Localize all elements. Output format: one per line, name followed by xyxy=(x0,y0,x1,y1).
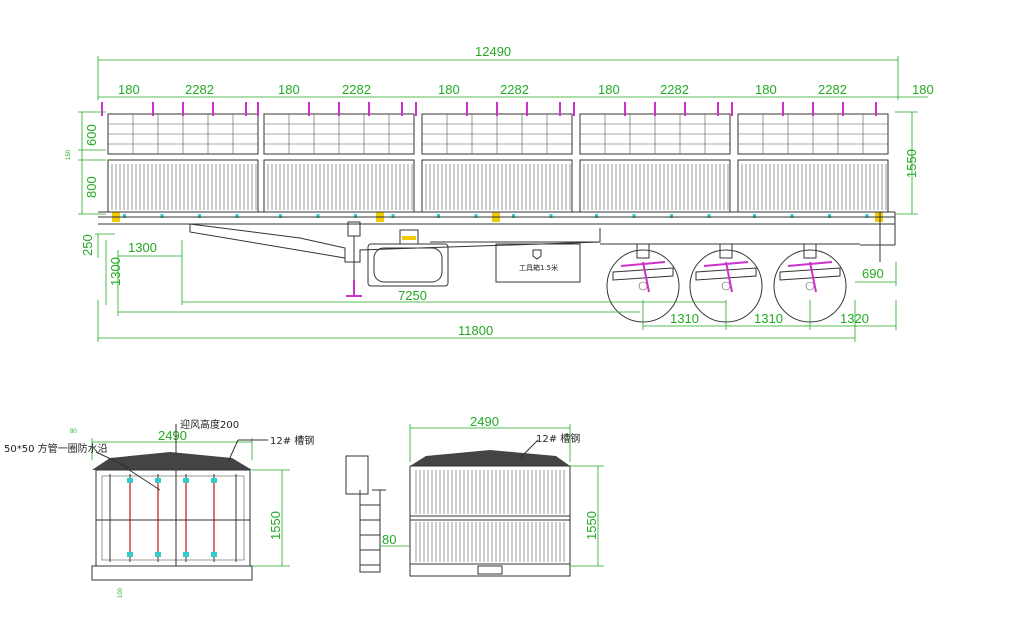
front-posts xyxy=(95,451,250,566)
rear-view: 2490 12# 槽钢 1550 80 xyxy=(380,414,604,577)
dim-rail-gap: 150 xyxy=(66,149,72,160)
side-view: 12490 180 2282 180 2282 180 2282 180 2282 180 228… xyxy=(66,44,934,342)
front-leader xyxy=(119,463,161,491)
front-marker xyxy=(127,478,133,483)
shock-absorber xyxy=(725,261,733,293)
lower-rail-panel xyxy=(263,159,415,213)
dim-axle-2: 1310 xyxy=(754,311,783,326)
leaf-spring xyxy=(695,267,757,281)
tie-marker xyxy=(437,214,440,218)
tie-marker xyxy=(391,214,395,218)
dim-rail-lower: 800 xyxy=(84,176,99,198)
front-marker xyxy=(155,552,161,557)
front-view: 2490 80 50*50 方管一圈防水沿 迎风高度200 12# 槽钢 155… xyxy=(4,418,314,598)
toolbox xyxy=(495,243,581,283)
front-marker xyxy=(183,478,189,483)
front-marker xyxy=(183,552,189,557)
front-marker xyxy=(211,478,217,483)
segment-dim: 180 xyxy=(118,82,140,97)
dim-rail-upper: 600 xyxy=(84,124,99,146)
segment-dim: 180 xyxy=(755,82,777,97)
segment-dim: 180 xyxy=(278,82,300,97)
note-channel-rear: 12# 槽钢 xyxy=(536,432,580,445)
tie-marker xyxy=(474,214,478,218)
note-channel-front: 12# 槽钢 xyxy=(270,434,314,447)
tie-marker xyxy=(549,214,553,218)
tie-marker xyxy=(123,214,126,218)
front-marker xyxy=(127,552,133,557)
leaf-spring xyxy=(779,267,841,281)
segment-dim: 180 xyxy=(912,82,934,97)
lower-rail-panel xyxy=(421,159,573,213)
hanger xyxy=(636,243,650,259)
dim-kingpin: 1300 xyxy=(128,240,157,255)
shock-absorber xyxy=(809,261,817,293)
segment-dim: 180 xyxy=(438,82,460,97)
tie-marker xyxy=(354,214,357,218)
tie-marker xyxy=(595,214,598,218)
dim-chassis-length: 11800 xyxy=(458,323,493,338)
note-windshield: 迎风高度200 xyxy=(180,418,239,431)
shock-absorber xyxy=(642,261,650,293)
dim-rear-overhang: 1320 xyxy=(840,311,869,326)
rear-height: 1550 xyxy=(584,511,599,540)
front-width: 2490 xyxy=(158,428,187,443)
front-height: 1550 xyxy=(268,511,283,540)
wheel-hub xyxy=(638,281,648,291)
segment-dim: 2282 xyxy=(342,82,371,97)
wheel-hub xyxy=(721,281,731,291)
ladder xyxy=(345,455,386,573)
rear-width: 2490 xyxy=(470,414,499,429)
fuel-tank xyxy=(367,243,449,287)
spare-hook xyxy=(399,229,419,245)
lower-rail-panel xyxy=(107,159,259,213)
hanger xyxy=(719,243,733,259)
tie-marker xyxy=(632,214,636,218)
toolbox-label: 工具箱1.5米 xyxy=(519,263,558,272)
dim-rear-height: 690 xyxy=(862,266,884,281)
dim-deck-offset: 250 xyxy=(80,234,95,256)
segment-dim: 2282 xyxy=(818,82,847,97)
tie-marker xyxy=(160,214,164,218)
segment-dim: 180 xyxy=(598,82,620,97)
tie-marker xyxy=(316,214,320,218)
dim-axle-1: 1310 xyxy=(670,311,699,326)
front-leader xyxy=(95,451,131,469)
tie-marker xyxy=(235,214,239,218)
leaf-spring xyxy=(612,267,674,281)
dim-side-height: 1550 xyxy=(904,149,919,178)
note-square-tube: 50*50 方管一圈防水沿 xyxy=(4,442,108,455)
front-top-small: 80 xyxy=(70,429,77,435)
tie-marker xyxy=(790,214,794,218)
segment-dims: 180 2282 180 2282 180 2282 180 2282 180 2282 180 xyxy=(118,82,934,97)
segment-dim: 2282 xyxy=(660,82,689,97)
front-marker xyxy=(155,478,161,483)
tie-marker xyxy=(865,214,869,218)
front-marker xyxy=(211,552,217,557)
side-panels xyxy=(101,102,889,222)
tie-marker xyxy=(279,214,282,218)
hanger xyxy=(803,243,817,259)
segment-dim: 2282 xyxy=(185,82,214,97)
dim-wheelbase: 7250 xyxy=(398,288,427,303)
front-bottom-small: 100 xyxy=(118,587,124,598)
tie-marker xyxy=(753,214,756,218)
tie-marker xyxy=(512,214,515,218)
dim-kingpin-height: 1300 xyxy=(108,257,123,286)
rear-slats xyxy=(415,470,565,562)
tie-marker xyxy=(828,214,831,218)
tie-marker xyxy=(198,214,201,218)
dim-overall-length: 12490 xyxy=(475,44,511,59)
lower-rail-panel xyxy=(737,159,889,213)
lower-rail-panel xyxy=(579,159,731,213)
wheel-hub xyxy=(805,281,815,291)
tie-marker xyxy=(670,214,673,218)
tie-marker xyxy=(707,214,711,218)
segment-dim: 2282 xyxy=(500,82,529,97)
rear-side-offset: 80 xyxy=(382,532,396,547)
